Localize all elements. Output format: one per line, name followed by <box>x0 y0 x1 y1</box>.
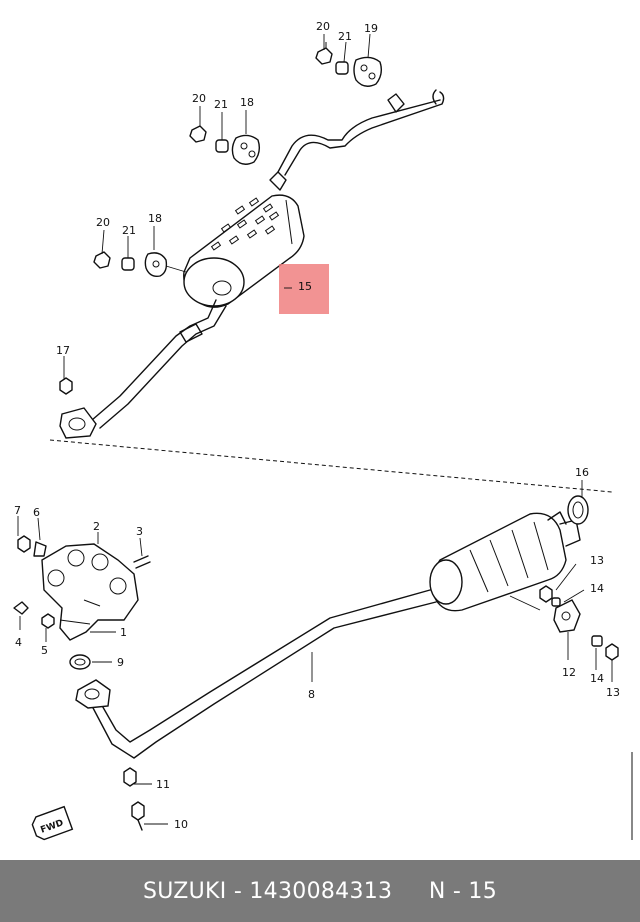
callout-8: 8 <box>308 688 315 701</box>
callout-4: 4 <box>15 636 22 649</box>
callout-19: 19 <box>364 22 378 35</box>
callout-leaders <box>17 33 613 825</box>
footer-separator: - <box>226 878 250 904</box>
rear-muffler-assembly <box>49 89 613 493</box>
callout-6: 6 <box>33 506 40 519</box>
bolt-17 <box>59 377 73 395</box>
highlight-label: 15 <box>298 280 312 293</box>
callout-20-mid: 20 <box>192 92 206 105</box>
callout-14-right-top: 14 <box>590 582 604 595</box>
callout-16: 16 <box>575 466 589 479</box>
callout-12: 12 <box>562 666 576 679</box>
highlight-box <box>279 264 329 314</box>
callout-20-top: 20 <box>316 20 330 33</box>
callout-20-low: 20 <box>96 216 110 229</box>
callout-14-right-low: 14 <box>590 672 604 685</box>
callout-17: 17 <box>56 344 70 357</box>
footer-bar: SUZUKI - 1430084313 N - 15 <box>0 860 640 922</box>
exhaust-system-diagram: 15 <box>13 20 633 841</box>
callout-3: 3 <box>136 525 143 538</box>
exhaust-manifold <box>13 535 151 670</box>
catalytic-converter <box>429 495 619 661</box>
callout-13-right-top: 13 <box>590 554 604 567</box>
callout-18-mid: 18 <box>240 96 254 109</box>
callout-1: 1 <box>120 626 127 639</box>
callout-21-low: 21 <box>122 224 136 237</box>
callout-numbers: 20 21 19 20 21 18 20 21 18 17 16 7 6 2 3… <box>14 20 620 831</box>
callout-18-low: 18 <box>148 212 162 225</box>
callout-10: 10 <box>174 818 188 831</box>
callout-2: 2 <box>93 520 100 533</box>
callout-7: 7 <box>14 504 21 517</box>
hanger-set-lower <box>93 251 187 278</box>
callout-9: 9 <box>117 656 124 669</box>
footer-brand: SUZUKI <box>142 878 227 904</box>
callout-21-mid: 21 <box>214 98 228 111</box>
fwd-arrow-icon: FWD <box>31 805 74 841</box>
footer-spacer <box>392 879 428 904</box>
hanger-set-middle <box>189 125 261 165</box>
front-pipe <box>75 589 437 831</box>
footer-part-number: 1430084313 <box>249 878 393 904</box>
callout-5: 5 <box>41 644 48 657</box>
callout-11: 11 <box>156 778 170 791</box>
callout-13-right-low: 13 <box>606 686 620 699</box>
footer-ref: N - 15 <box>428 878 498 904</box>
callout-21-top: 21 <box>338 30 352 43</box>
hanger-set-top <box>315 42 383 87</box>
